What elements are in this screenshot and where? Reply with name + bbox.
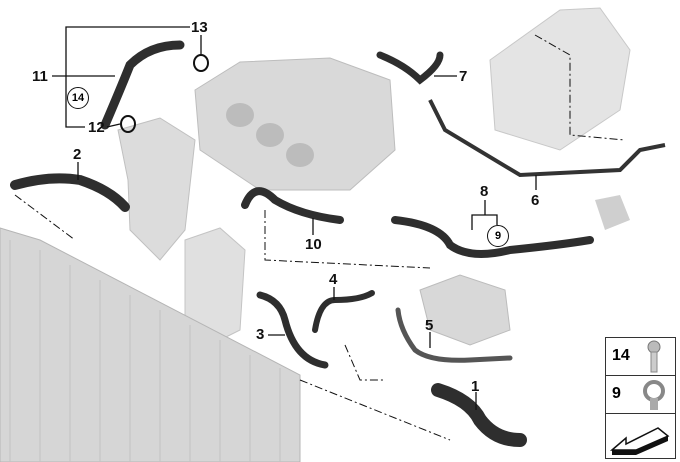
hose-11 [100,40,185,130]
callout-14-circled: 14 [67,87,89,109]
o-ring-12 [120,115,136,133]
hose-8 [391,216,594,258]
legend-number: 14 [612,347,630,364]
legend-box: 14 9 [605,337,676,459]
pipe-6 [428,99,666,178]
hose-2 [10,173,130,212]
radiator [0,227,301,462]
hose-4 [312,290,375,333]
callout-8: 8 [480,183,489,200]
hose-10 [241,187,344,224]
clamp-icon [643,380,665,410]
legend-item-clamp: 9 [606,376,675,414]
legend-item-screw: 14 [606,338,675,376]
callout-11: 11 [32,68,48,85]
screw-icon [647,340,661,373]
callout-4: 4 [329,271,338,288]
callout-2: 2 [73,146,82,163]
callout-10: 10 [305,236,322,253]
water-pump [419,274,511,346]
callout-1: 1 [471,378,480,395]
hose-3 [256,291,329,369]
callout-13: 13 [191,19,208,36]
callout-6: 6 [531,192,540,209]
callout-9-circled: 9 [487,225,509,247]
hose-1 [431,383,527,447]
legend-item-arrow [606,414,675,455]
callout-3: 3 [256,326,265,343]
expansion-tank [489,7,631,151]
hose-5 [395,307,513,363]
thermostat-housing [117,117,196,261]
o-ring-13 [193,54,209,72]
cylinder-head [194,57,396,191]
callout-5: 5 [425,317,434,334]
legend-number: 9 [612,385,621,402]
hose-7 [376,51,444,85]
callout-12: 12 [88,119,105,136]
valve [595,195,630,230]
arrow-icon [609,427,670,455]
callout-7: 7 [459,68,468,85]
